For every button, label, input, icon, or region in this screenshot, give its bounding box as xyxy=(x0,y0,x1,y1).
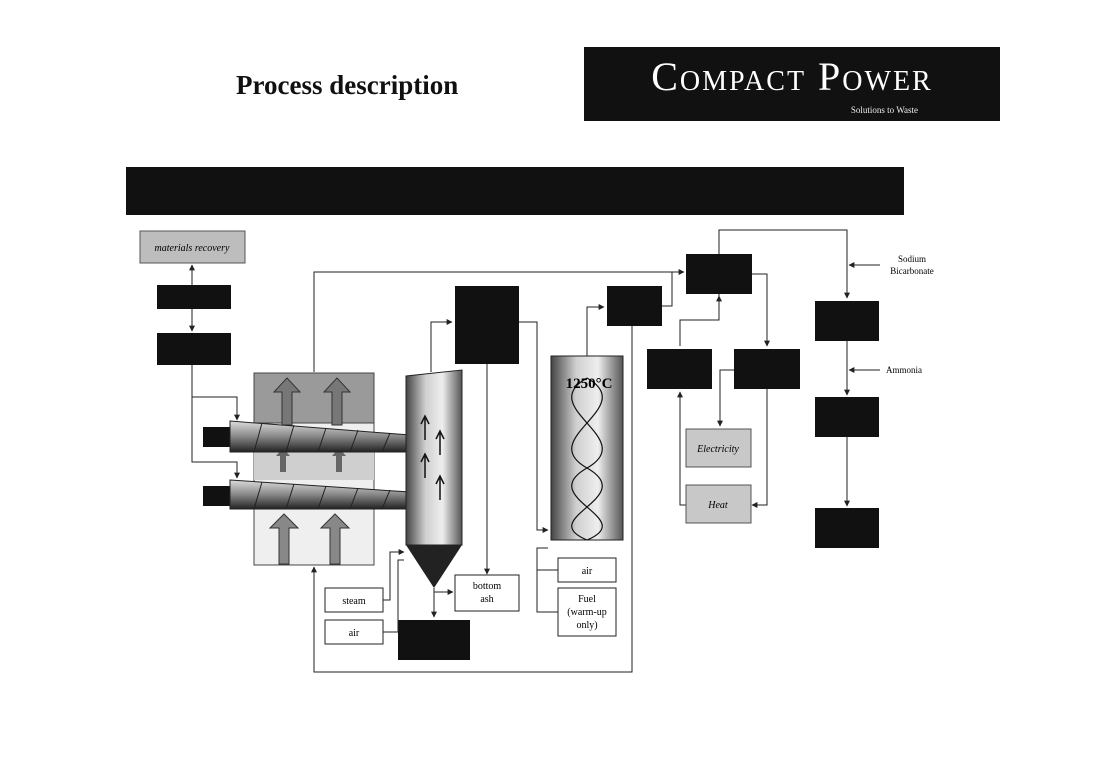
heat-arrow-icon xyxy=(268,513,300,565)
materials-recovery-box: materials recovery xyxy=(139,230,246,264)
boiler-box xyxy=(607,286,662,326)
ammonia-label: Ammonia xyxy=(886,365,922,375)
acid-gas-scrubber-box xyxy=(815,301,879,341)
svg-text:(warm-up: (warm-up xyxy=(567,607,606,618)
svg-text:Fuel: Fuel xyxy=(578,594,596,605)
bottom-ash-label: bottom xyxy=(473,581,502,592)
svg-text:ash: ash xyxy=(480,594,493,605)
stack-box xyxy=(815,508,879,548)
turbine-box xyxy=(647,349,712,389)
svg-text:air: air xyxy=(582,566,593,577)
gasifier-cylinder xyxy=(405,369,463,588)
svg-text:only): only) xyxy=(576,620,597,631)
sodium-bicarbonate-label: Sodium xyxy=(898,254,926,264)
screw-conveyor-upper xyxy=(203,420,411,453)
svg-text:Electricity: Electricity xyxy=(696,444,739,455)
temperature-label: 1250°C xyxy=(566,376,613,392)
steam-box: steam xyxy=(324,587,384,613)
svg-text:air: air xyxy=(349,628,360,639)
air-box-pyrolysis: air xyxy=(324,619,384,645)
screw-conveyor-lower xyxy=(203,479,411,510)
fuel-box: Fuel (warm-up only) xyxy=(557,587,617,637)
company-logo: Compact Power Solutions to Waste xyxy=(584,47,1000,121)
pyrolysis-chamber xyxy=(253,372,375,566)
shredding-box xyxy=(157,285,231,309)
denox-box xyxy=(815,397,879,437)
heat-output-box: Heat xyxy=(685,484,752,524)
feed-box xyxy=(157,333,231,365)
air-box-combustion: air xyxy=(557,557,617,583)
heat-arrow-icon xyxy=(272,377,302,426)
logo-tagline: Solutions to Waste xyxy=(850,105,918,115)
page-title: Process description xyxy=(236,70,459,100)
svg-text:steam: steam xyxy=(342,596,366,607)
bottom-ash-box: bottom ash xyxy=(454,574,520,612)
logo-name: Compact Power xyxy=(651,54,933,99)
heat-arrow-icon xyxy=(319,513,351,565)
generator-box xyxy=(734,349,800,389)
electricity-output-box: Electricity xyxy=(685,428,752,468)
gas-treatment-box xyxy=(455,286,519,364)
heat-exchanger-box xyxy=(686,254,752,294)
materials-recovery-label: materials recovery xyxy=(155,243,230,254)
svg-text:Bicarbonate: Bicarbonate xyxy=(890,266,933,276)
char-collection-box xyxy=(398,620,470,660)
combustion-chamber: 1250°C xyxy=(550,355,624,541)
svg-text:Heat: Heat xyxy=(707,500,728,511)
header-banner xyxy=(126,167,904,215)
heat-arrow-icon xyxy=(322,377,352,426)
